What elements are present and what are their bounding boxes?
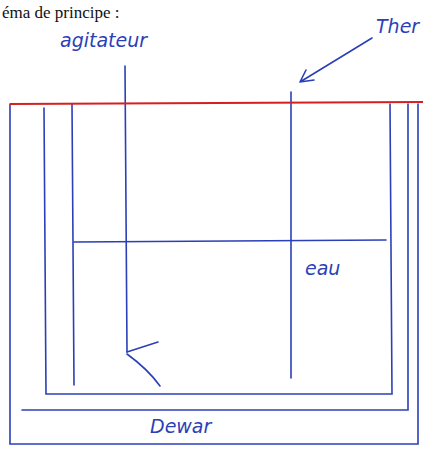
- dewar-inner-wall: [44, 104, 392, 394]
- agitator-blade: [127, 342, 160, 386]
- part-label: eau: [305, 258, 340, 279]
- part-label: Ther: [376, 16, 419, 37]
- agitator-rod: [125, 66, 127, 352]
- part-label: agitateur: [60, 30, 147, 51]
- heading-text: éma de principe :: [2, 4, 120, 23]
- dewar-outer-wall: [10, 104, 418, 444]
- part-label: Dewar: [150, 416, 211, 437]
- dewar-inner-line: [72, 104, 74, 385]
- water-level: [74, 240, 386, 242]
- thermometer: [290, 92, 292, 378]
- leader-arrow: [300, 38, 372, 82]
- dewar-middle-wall: [22, 104, 408, 410]
- lid-line: [10, 102, 423, 104]
